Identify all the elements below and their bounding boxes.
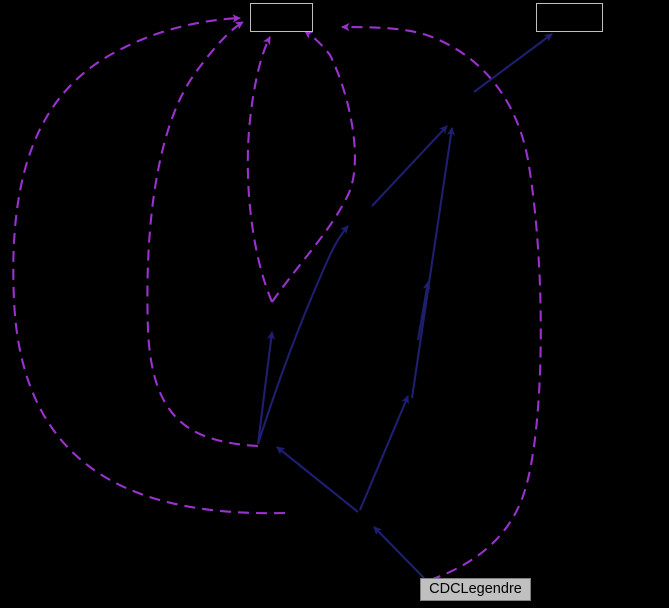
usage-edge-far-left (12, 14, 286, 515)
inherit-edge-to-top-right (473, 33, 553, 93)
inherit-edge-bottom-to-low (276, 446, 359, 513)
inherit-edge-bottom-to-top (410, 127, 455, 399)
usage-edges (12, 14, 542, 581)
usage-edge-right (341, 22, 542, 581)
node-cdclegendre-label: CDCLegendre (429, 581, 522, 598)
inheritance-edges (256, 33, 553, 579)
usage-edge-center-right (271, 30, 356, 303)
inherit-edge-bottom2-to-mid (359, 395, 409, 511)
inherit-edge-low2-to-mid2 (416, 281, 431, 341)
usage-edge-center-left (246, 36, 273, 303)
inherit-edge-low-to-upper (256, 225, 349, 445)
inherit-edge-cdc-to-junction (373, 526, 425, 579)
usage-edge-left (146, 21, 259, 448)
node-top-left[interactable] (250, 3, 313, 32)
inherit-edge-low-to-mid (256, 331, 276, 445)
inherit-edge-mid-to-top (371, 125, 448, 207)
node-top-right[interactable] (536, 3, 603, 32)
node-cdclegendre[interactable]: CDCLegendre (420, 578, 531, 601)
